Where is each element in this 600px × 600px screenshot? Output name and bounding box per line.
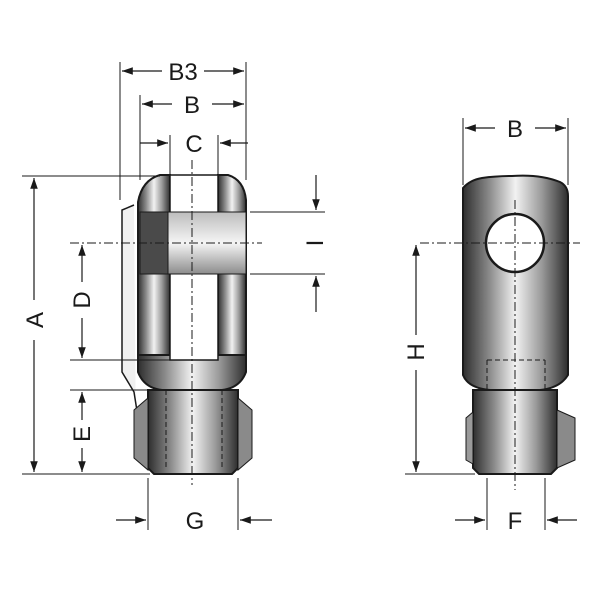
side-nut-right: [556, 409, 576, 469]
front-view: [70, 160, 262, 485]
dim-i-label: I: [302, 240, 329, 247]
dim-b-side-label: B: [507, 116, 523, 143]
dim-d-label: D: [69, 291, 96, 308]
clevis-nut-left: [133, 396, 149, 472]
side-nut-left: [465, 410, 474, 465]
dim-c-label: C: [185, 131, 202, 158]
dim-b-front-label: B: [184, 92, 200, 119]
front-dimensions: B3 B C I A D E G: [22, 59, 329, 535]
dim-b3-label: B3: [168, 59, 197, 86]
dim-h-label: H: [403, 343, 430, 360]
dim-a-label: A: [22, 312, 49, 328]
clevis-nut-right: [237, 396, 253, 472]
side-view: [420, 174, 580, 490]
clevis-shank: [147, 389, 239, 475]
dim-g-label: G: [186, 508, 205, 535]
side-dimensions: B H F: [403, 116, 577, 535]
dim-f-label: F: [508, 508, 523, 535]
side-shank: [472, 389, 558, 475]
dim-e-label: E: [69, 426, 96, 442]
